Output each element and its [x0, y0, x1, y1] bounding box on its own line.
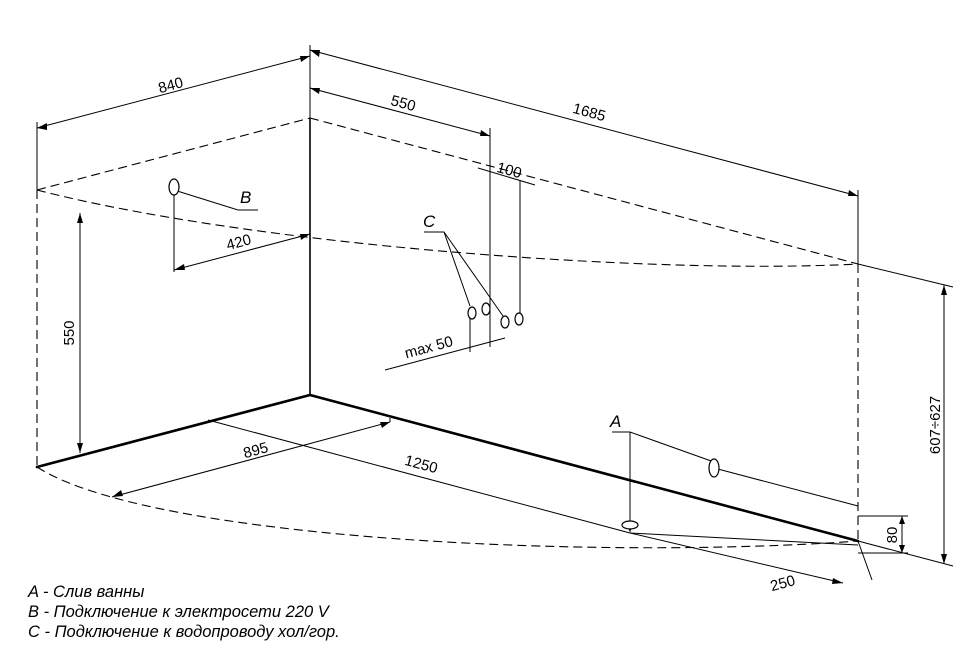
dimension-height: 607÷627 — [927, 396, 944, 454]
water-inlet-point — [467, 306, 477, 320]
legend-item-drain: A - Слив ванны — [28, 583, 145, 601]
connection-points — [168, 178, 720, 530]
dimension-840: 840 — [157, 74, 186, 97]
dimension-250: 250 — [769, 572, 798, 595]
tub-top-right-edge — [309, 117, 859, 265]
water-inlet-point — [481, 302, 491, 316]
floor-edge-right — [308, 393, 860, 543]
dimension-550-left: 550 — [61, 320, 78, 345]
bathtub-contour — [36, 117, 859, 549]
dimension-80: 80 — [884, 527, 901, 544]
marker-a: A — [609, 412, 621, 431]
wall-outline — [35, 117, 860, 543]
legend-item-water: C - Подключение к водопроводу хол/гор. — [28, 623, 340, 641]
water-inlet-point — [500, 315, 510, 329]
marker-b: B — [240, 188, 251, 207]
tub-bottom-arc — [36, 466, 859, 549]
water-inlet-point — [514, 312, 524, 326]
dimension-arrowheads — [37, 50, 947, 584]
leader-lines — [173, 189, 715, 521]
floor-edge-left — [35, 393, 312, 469]
drain-point — [621, 520, 639, 530]
marker-c: C — [423, 212, 436, 231]
overflow-point — [708, 458, 720, 478]
tub-top-arc — [36, 189, 859, 267]
electric-connection-point — [168, 178, 180, 196]
legend-item-electric: B - Подключение к электросети 220 V — [28, 603, 329, 621]
dimension-895: 895 — [242, 439, 271, 462]
legend: A - Слив ванны B - Подключение к электро… — [28, 582, 340, 642]
dimension-550-top: 550 — [389, 92, 418, 115]
dimension-lines — [36, 45, 954, 584]
tub-top-left-edge — [36, 117, 311, 191]
dimension-420: 420 — [225, 231, 254, 254]
dimension-100: 100 — [495, 159, 524, 182]
